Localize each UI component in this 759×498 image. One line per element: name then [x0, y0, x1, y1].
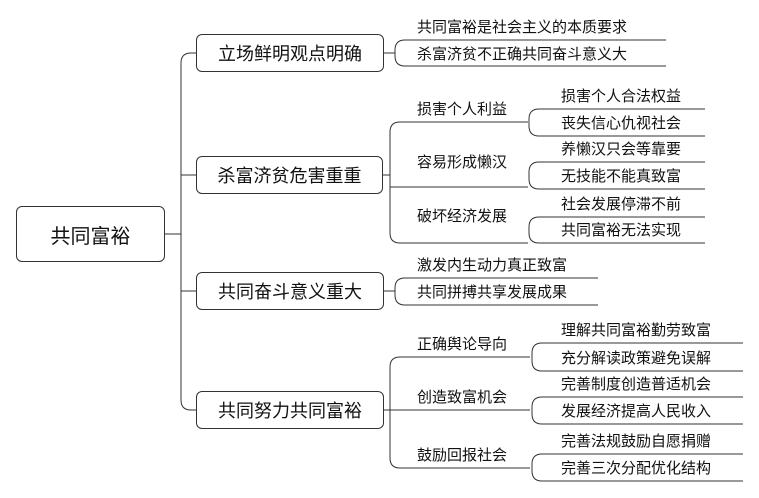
leaf-label: 共同拼搏共享发展成果 — [417, 283, 568, 301]
group-label: 正确舆论导向 — [417, 335, 508, 353]
branch-label: 共同努力共同富裕 — [218, 401, 362, 422]
leaf-label: 共同富裕无法实现 — [561, 221, 682, 239]
leaf-label: 无技能不能真致富 — [561, 167, 682, 185]
leaf-label: 完善法规鼓励自愿捐赠 — [561, 432, 712, 450]
group-label: 破坏经济发展 — [417, 207, 508, 225]
branch-node-harm[interactable]: 杀富济贫危害重重 — [196, 156, 383, 194]
leaf-label: 完善三次分配优化结构 — [561, 459, 712, 477]
group-label: 鼓励回报社会 — [417, 446, 508, 464]
leaf-label: 杀富济贫不正确共同奋斗意义大 — [417, 45, 628, 63]
leaf-label: 完善制度创造普适机会 — [561, 375, 712, 393]
group-label: 损害个人利益 — [417, 100, 508, 118]
branch-node-effort[interactable]: 共同努力共同富裕 — [196, 391, 384, 429]
leaf-label: 共同富裕是社会主义的本质要求 — [417, 18, 628, 36]
branch-node-position[interactable]: 立场鲜明观点明确 — [196, 34, 384, 72]
root-label: 共同富裕 — [50, 223, 131, 248]
leaf-label: 激发内生动力真正致富 — [417, 256, 568, 274]
group-label: 创造致富机会 — [417, 388, 508, 406]
leaf-label: 充分解读政策避免误解 — [561, 349, 712, 367]
branch-label: 杀富济贫危害重重 — [217, 166, 362, 187]
leaf-label: 损害个人合法权益 — [561, 87, 682, 105]
leaf-label: 丧失信心仇视社会 — [561, 114, 682, 132]
branch-node-significance[interactable]: 共同奋斗意义重大 — [196, 272, 384, 310]
leaf-label: 养懒汉只会等靠要 — [561, 140, 682, 158]
leaf-label: 理解共同富裕勤劳致富 — [561, 321, 712, 339]
leaf-label: 发展经济提高人民收入 — [561, 402, 712, 420]
branch-label: 共同奋斗意义重大 — [218, 282, 362, 303]
group-label: 容易形成懒汉 — [417, 153, 508, 171]
leaf-label: 社会发展停滞不前 — [561, 195, 682, 213]
root-node[interactable]: 共同富裕 — [16, 206, 165, 262]
branch-label: 立场鲜明观点明确 — [218, 44, 362, 65]
